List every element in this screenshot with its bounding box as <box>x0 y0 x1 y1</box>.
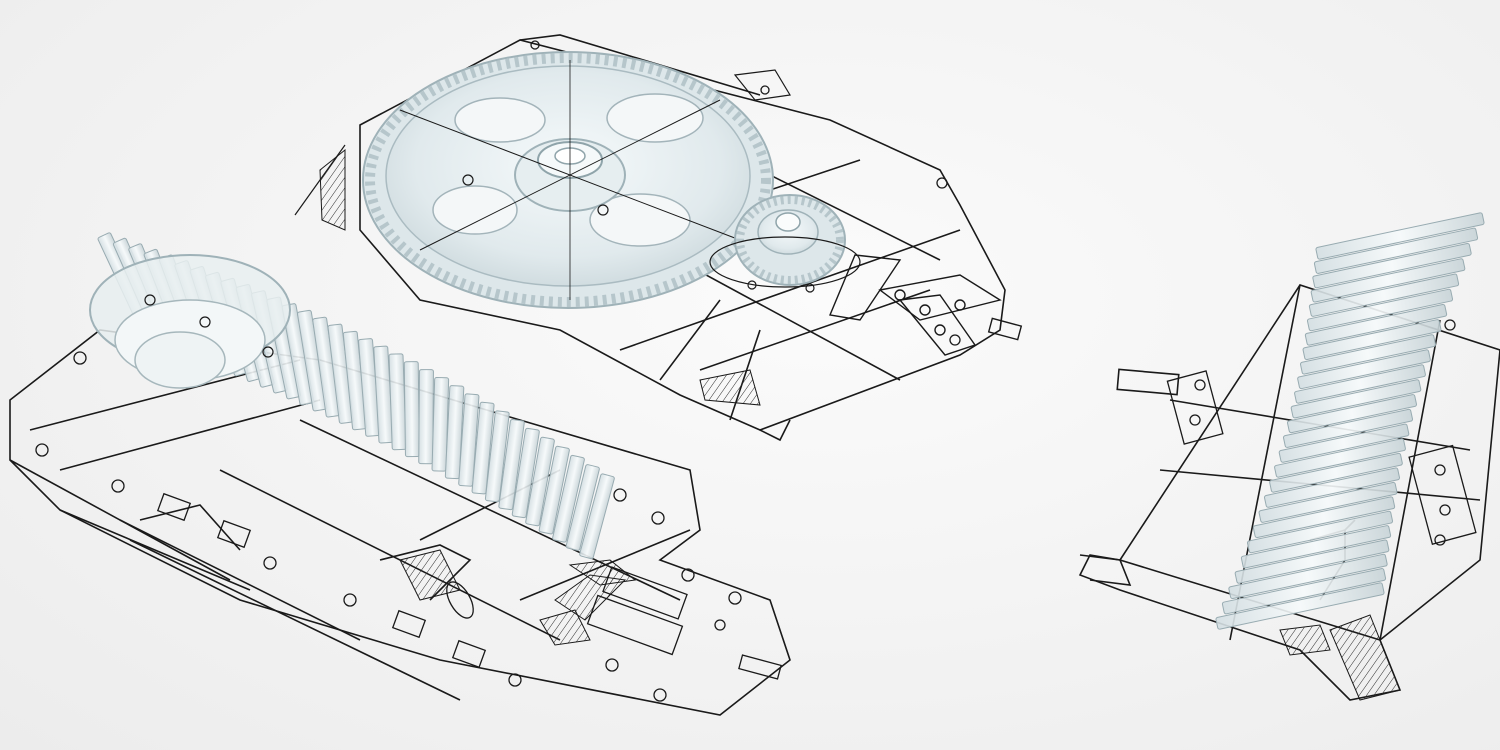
gear-tooth <box>403 361 420 458</box>
gear-tooth <box>1315 212 1485 260</box>
rack-bearings <box>156 492 782 680</box>
output-shaft <box>829 254 1023 356</box>
large-gear <box>362 51 774 309</box>
rack-hatch-4 <box>568 559 637 586</box>
gear-tooth <box>1278 423 1410 463</box>
gear-tooth <box>458 393 480 487</box>
mounting-holes <box>530 40 961 346</box>
gear-tooth <box>444 385 465 480</box>
gear-tooth <box>1246 510 1394 554</box>
gear-tooth <box>1287 394 1417 434</box>
gear-tooth <box>1215 582 1385 630</box>
side-hatch-2 <box>1279 624 1331 656</box>
gear-tooth <box>1294 364 1426 404</box>
gear-tooth <box>1306 288 1454 332</box>
rack-end-housing <box>89 254 291 389</box>
gear-tooth <box>1274 438 1406 478</box>
gear-tooth <box>1221 568 1387 615</box>
gear-tooth <box>552 454 585 543</box>
gear-tooth <box>431 377 450 472</box>
rack-holes <box>35 296 742 702</box>
gear-tooth <box>1283 408 1413 448</box>
gear-tooth <box>1299 334 1437 375</box>
gear-tooth <box>418 369 434 465</box>
gear-tooth <box>1228 553 1388 600</box>
gear-tooth <box>1312 242 1472 289</box>
gear-tooth <box>565 464 600 551</box>
gear-tooth <box>1252 496 1396 539</box>
gear-tooth <box>1258 481 1398 523</box>
gear-tooth <box>1313 227 1479 274</box>
rack-hatch-3 <box>539 609 591 646</box>
gear-tooth <box>484 410 510 503</box>
pinion-gear <box>709 194 861 293</box>
gear-tooth <box>1308 273 1460 317</box>
gear-tooth <box>498 419 525 511</box>
rack-gear-drawing <box>9 232 791 716</box>
gear-tooth <box>1304 303 1448 346</box>
hatched-section <box>699 369 761 406</box>
side-hatch <box>1329 614 1401 701</box>
side-gear-wheel <box>1215 212 1485 630</box>
side-bolts <box>1166 319 1477 546</box>
gear-tooth <box>538 445 570 535</box>
gear-tooth <box>511 427 540 519</box>
gear-tooth <box>1240 525 1392 569</box>
gear-tooth <box>525 436 555 527</box>
gear-tooth <box>1263 467 1401 508</box>
gear-tooth <box>471 401 495 495</box>
gear-tooth <box>1302 319 1442 361</box>
gear-tooth <box>1310 258 1466 303</box>
side-gear-drawing <box>1078 212 1500 701</box>
gear-tooth <box>1234 539 1390 584</box>
gear-tooth <box>1290 379 1422 419</box>
gear-tooth <box>388 353 407 451</box>
large-gear-drawing <box>294 34 1023 442</box>
gear-tooth <box>579 473 615 560</box>
gear-tooth <box>1297 349 1431 390</box>
gear-tooth <box>1269 452 1403 493</box>
rack-hatch-1 <box>399 549 461 601</box>
